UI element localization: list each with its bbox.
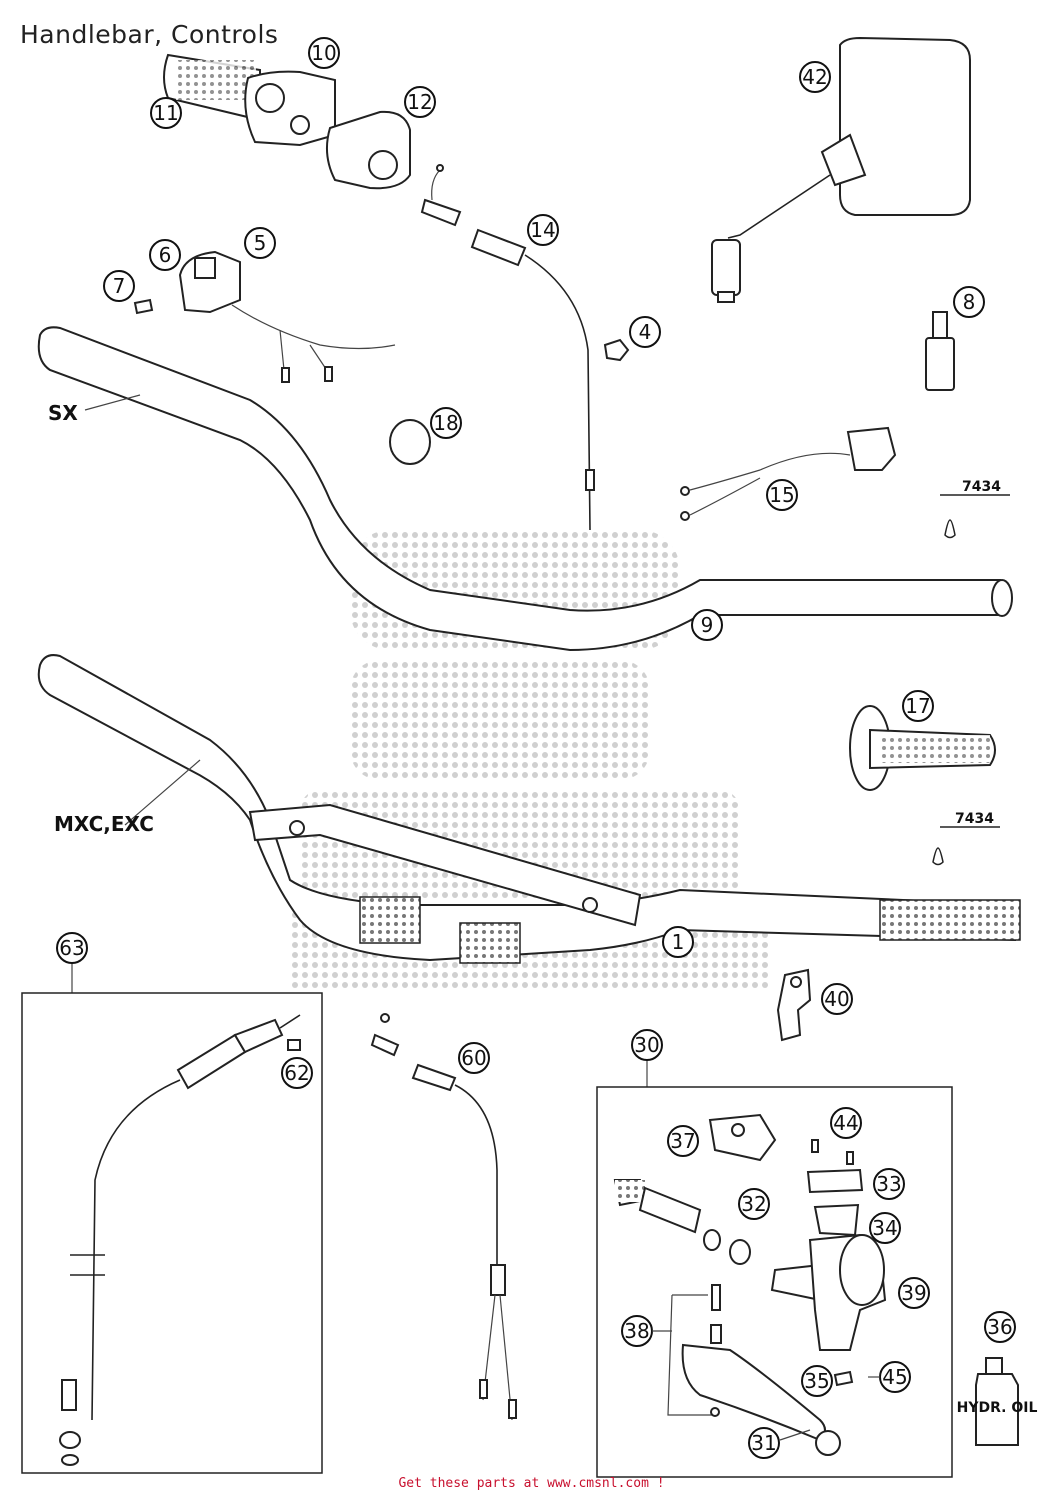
switch-with-wires (680, 426, 897, 521)
grip (849, 705, 996, 791)
box-part-30 (596, 1060, 953, 1478)
svg-text:8: 8 (963, 290, 976, 314)
callout-8: 8 (953, 286, 985, 318)
callout-60: 60 (458, 1042, 490, 1074)
svg-text:63: 63 (59, 936, 84, 960)
svg-text:1: 1 (672, 930, 685, 954)
callout-45: 45 (879, 1361, 911, 1393)
callout-17: 17 (902, 690, 934, 722)
clamp-part-40 (776, 968, 812, 1042)
svg-text:6: 6 (159, 243, 172, 267)
svg-text:30: 30 (634, 1033, 659, 1057)
callout-9: 9 (691, 609, 723, 641)
svg-text:15: 15 (769, 483, 794, 507)
oil-bottle-label: HYDR. OIL (957, 1400, 1038, 1416)
sx-handlebar (37, 326, 1013, 652)
label-ref-top: 7434 (962, 479, 1001, 495)
throttle-grip-assembly (163, 53, 336, 147)
ref-mark-bottom (932, 826, 1000, 866)
label-mxc-exc: MXC,EXC (54, 812, 154, 836)
mxc-exc-handlebar (37, 654, 1021, 964)
svg-text:60: 60 (461, 1046, 486, 1070)
callout-35: 35 (801, 1365, 833, 1397)
svg-text:32: 32 (741, 1192, 766, 1216)
callout-36: 36 (984, 1311, 1016, 1343)
svg-text:9: 9 (701, 613, 714, 637)
callout-10: 10 (308, 37, 340, 69)
svg-text:38: 38 (624, 1319, 649, 1343)
label-sx: SX (48, 401, 78, 425)
callout-30: 30 (631, 1029, 663, 1061)
svg-text:11: 11 (153, 101, 178, 125)
svg-text:10: 10 (311, 41, 336, 65)
footer-link[interactable]: Get these parts at www.cmsnl.com ! (398, 1476, 665, 1491)
callout-11: 11 (150, 97, 182, 129)
box-part-63 (21, 963, 323, 1474)
callout-18: 18 (430, 407, 462, 439)
ref-mark-top (940, 494, 1010, 539)
callout-5: 5 (244, 227, 276, 259)
callout-38: 38 (621, 1315, 653, 1347)
cable-tie (389, 419, 431, 465)
callout-62: 62 (281, 1057, 313, 1089)
svg-text:12: 12 (407, 90, 432, 114)
svg-text:45: 45 (882, 1365, 907, 1389)
callout-7: 7 (103, 270, 135, 302)
kill-switch (133, 250, 396, 383)
callout-42: 42 (799, 61, 831, 93)
svg-text:18: 18 (433, 411, 458, 435)
callout-33: 33 (873, 1168, 905, 1200)
callout-12: 12 (404, 86, 436, 118)
callout-15: 15 (766, 479, 798, 511)
mirror (711, 36, 971, 303)
svg-text:5: 5 (254, 231, 267, 255)
label-ref-bottom: 7434 (955, 811, 994, 827)
hydraulic-oil-bottle: HYDR. OIL (957, 1357, 1038, 1446)
callout-1: 1 (662, 926, 694, 958)
callout-40: 40 (821, 983, 853, 1015)
callout-32: 32 (738, 1188, 770, 1220)
svg-text:4: 4 (639, 320, 652, 344)
svg-text:42: 42 (802, 65, 827, 89)
callout-44: 44 (830, 1107, 862, 1139)
nut-part-4 (603, 338, 630, 362)
svg-text:44: 44 (833, 1111, 858, 1135)
callout-31: 31 (748, 1427, 780, 1459)
svg-text:31: 31 (751, 1431, 776, 1455)
callout-39: 39 (898, 1277, 930, 1309)
callout-6: 6 (149, 239, 181, 271)
callout-14: 14 (527, 214, 559, 246)
svg-text:17: 17 (905, 694, 930, 718)
callout-63: 63 (56, 932, 88, 964)
svg-text:34: 34 (872, 1216, 897, 1240)
throttle-housing (325, 110, 411, 190)
cable-part-60 (370, 1013, 517, 1421)
svg-text:40: 40 (824, 987, 849, 1011)
svg-text:62: 62 (284, 1061, 309, 1085)
svg-text:39: 39 (901, 1281, 926, 1305)
throttle-cable (420, 164, 595, 531)
svg-text:36: 36 (987, 1315, 1012, 1339)
svg-text:14: 14 (530, 218, 555, 242)
svg-text:7: 7 (113, 274, 126, 298)
threadlock-bottle (925, 311, 955, 391)
callout-4: 4 (629, 316, 661, 348)
svg-text:37: 37 (670, 1129, 695, 1153)
callout-37: 37 (667, 1125, 699, 1157)
svg-text:35: 35 (804, 1369, 829, 1393)
page-title: Handlebar, Controls (20, 20, 279, 49)
callout-34: 34 (869, 1212, 901, 1244)
svg-text:33: 33 (876, 1172, 901, 1196)
